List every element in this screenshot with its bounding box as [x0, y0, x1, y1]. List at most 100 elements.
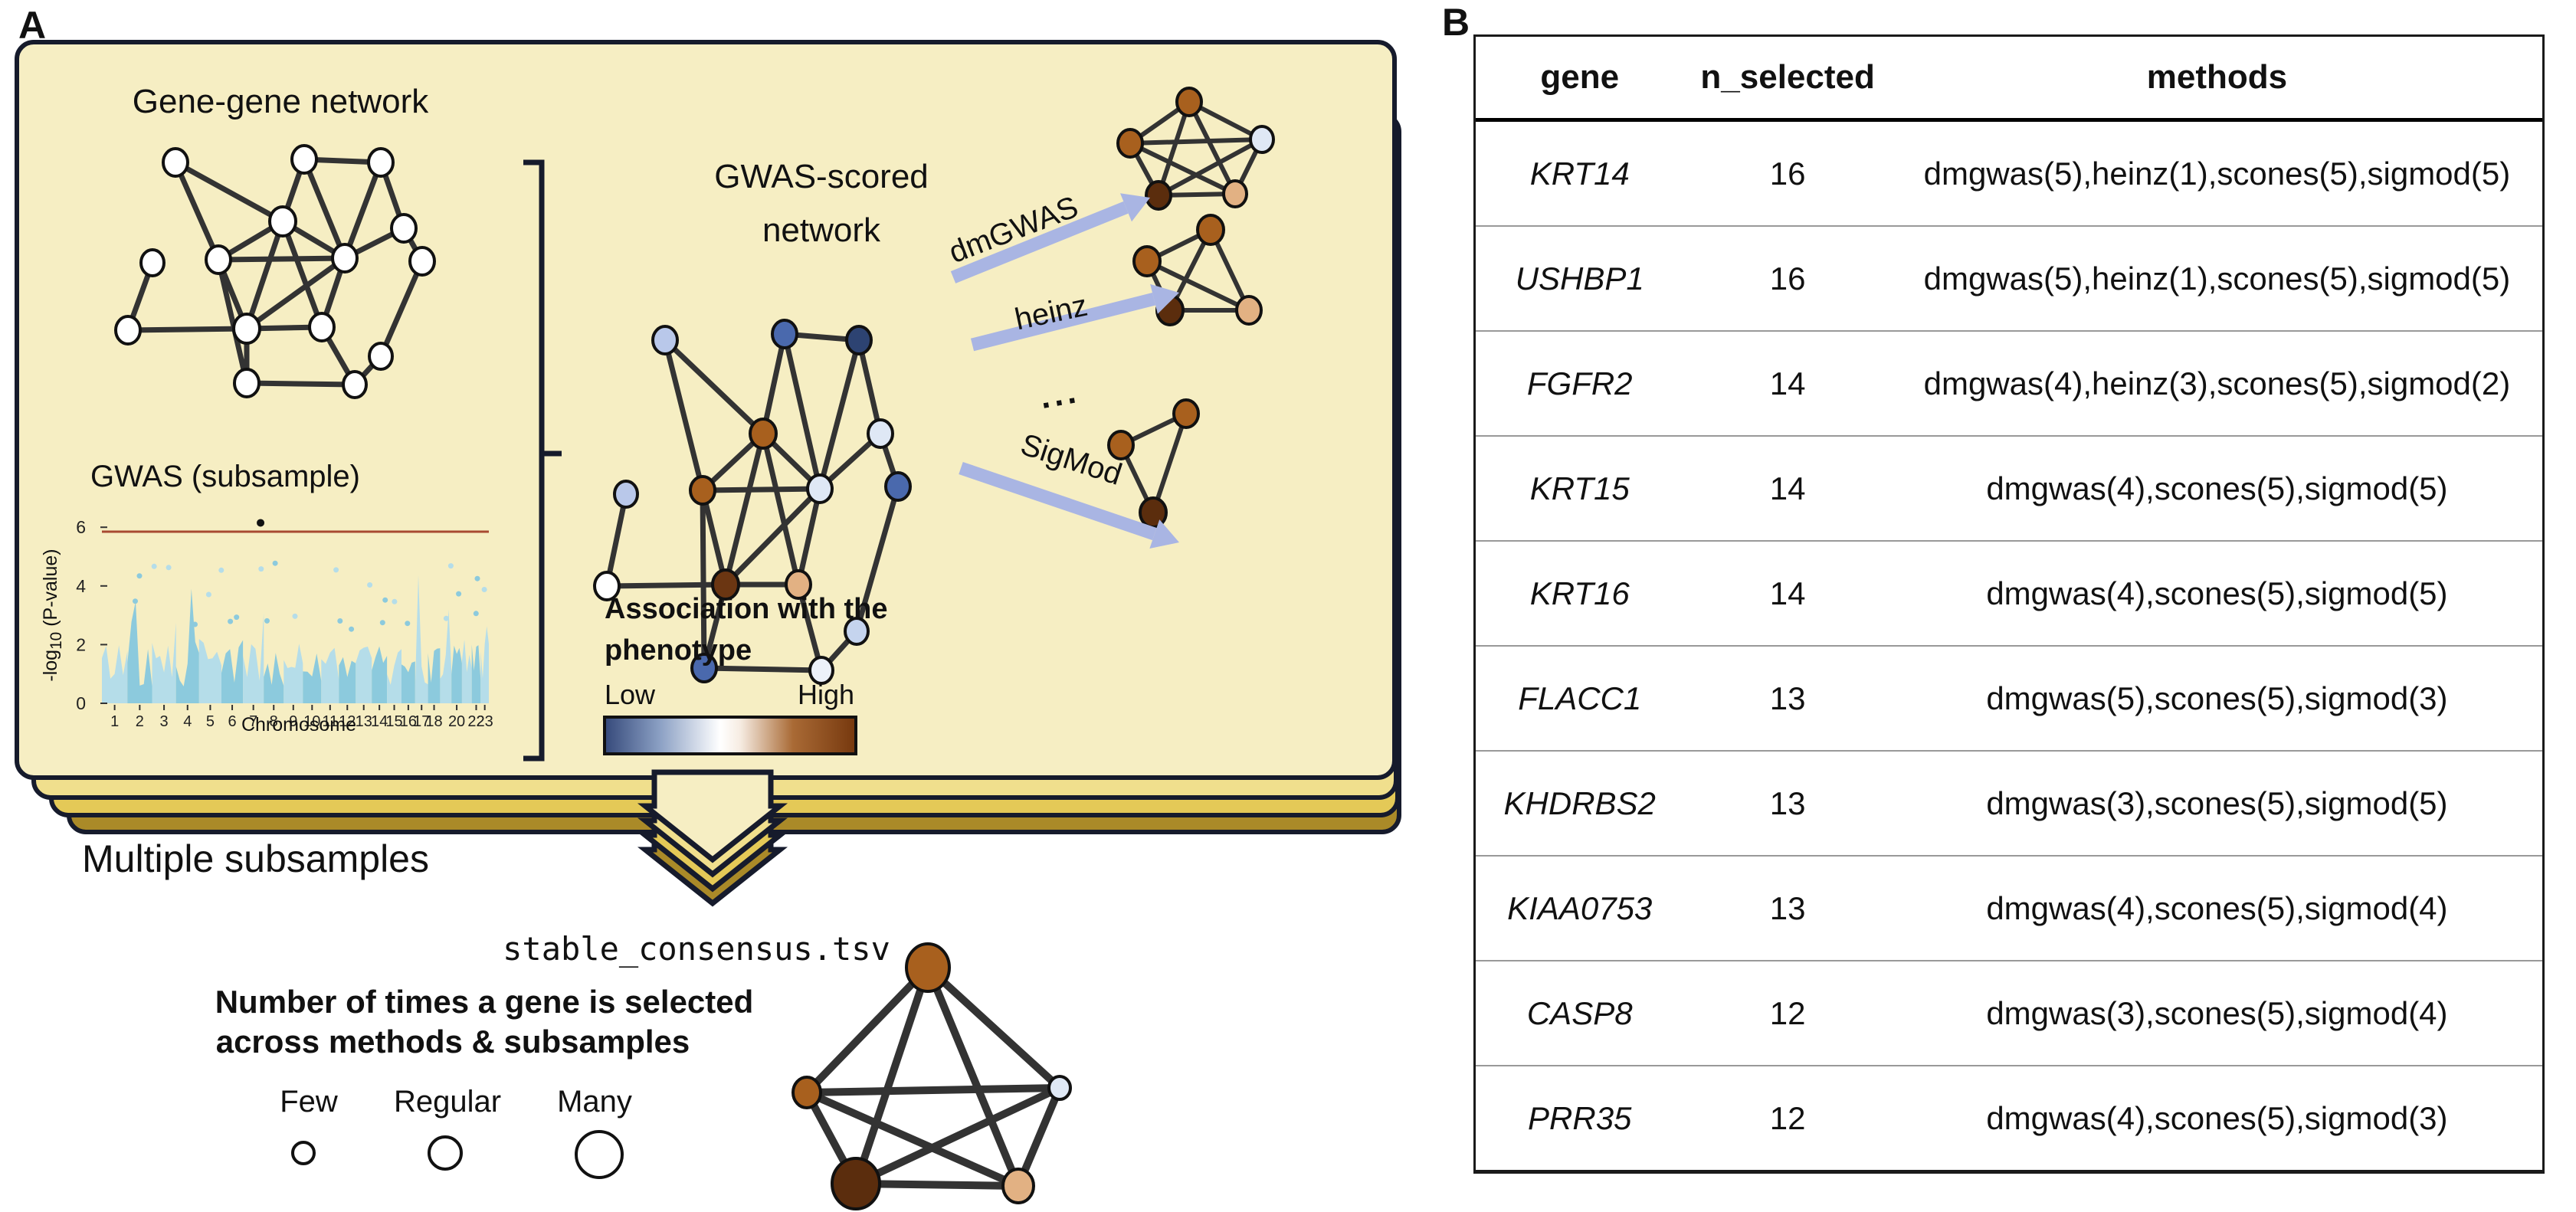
network-edge — [244, 380, 358, 388]
panel-a-label: A — [18, 4, 47, 47]
arrow-head-icon — [1119, 193, 1150, 222]
y-tick-label: 2 — [76, 634, 86, 654]
manhattan-outlier-point — [382, 597, 388, 603]
gene-node — [390, 213, 418, 244]
methods-cell: dmgwas(5),scones(5),sigmod(3) — [1986, 680, 2448, 716]
gene-cell: FLACC1 — [1518, 680, 1642, 716]
x-tick-label: 8 — [270, 713, 278, 730]
methods-cell: dmgwas(3),scones(5),sigmod(5) — [1986, 785, 2448, 821]
network-edge — [852, 964, 932, 1187]
method-arrow-1 — [970, 283, 1179, 352]
network-edge — [1128, 141, 1237, 196]
gene-cell: KRT15 — [1529, 470, 1630, 506]
gene-node — [771, 319, 798, 349]
x-tick-label: 18 — [425, 713, 442, 730]
manhattan-chromosome-cluster — [401, 661, 415, 703]
gene-node — [1145, 180, 1172, 211]
gene-node — [205, 244, 232, 275]
network-edge — [760, 331, 788, 437]
gene-node — [593, 571, 621, 601]
manhattan-chromosome-cluster — [428, 648, 441, 703]
network-edge — [125, 326, 250, 333]
association-legend-title-line2: phenotype — [605, 634, 752, 667]
network-edge — [782, 331, 823, 492]
gene-node — [867, 418, 894, 449]
manhattan-outlier-point — [481, 587, 487, 592]
arrow-head-icon — [1150, 283, 1179, 314]
association-legend-title-line1: Association with the — [605, 593, 888, 625]
manhattan-chromosome-cluster — [356, 647, 372, 703]
gene-node — [831, 1157, 881, 1210]
manhattan-outlier-point — [474, 575, 480, 581]
gene-node — [368, 342, 394, 371]
manhattan-chromosome-cluster — [243, 613, 264, 703]
size-legend-circle — [291, 1141, 316, 1165]
significant-snp-point — [257, 519, 265, 527]
method-arrow-2 — [959, 461, 1179, 549]
manhattan-chromosome-cluster — [221, 640, 244, 703]
gene-node — [1132, 245, 1162, 277]
x-tick-label: 22 — [467, 713, 484, 730]
manhattan-outlier-point — [473, 611, 479, 617]
gene-node — [290, 144, 318, 175]
gene-node — [233, 368, 261, 398]
gene-node — [1222, 179, 1248, 208]
association-legend-low-label: Low — [605, 679, 656, 710]
x-tick-label: 23 — [477, 713, 493, 730]
network-edge — [662, 337, 706, 493]
network-edge — [760, 431, 801, 588]
multiple-subsamples-label: Multiple subsamples — [82, 837, 429, 880]
network-edge — [803, 964, 932, 1096]
network-edge — [803, 1089, 1022, 1190]
manhattan-chromosome-cluster — [372, 646, 388, 703]
gene-node — [162, 147, 189, 178]
network-edge — [856, 337, 883, 437]
gene-cell: USHBP1 — [1515, 260, 1644, 296]
manhattan-chromosome-cluster — [198, 639, 221, 703]
n-selected-cell: 14 — [1769, 365, 1806, 401]
n-selected-cell: 13 — [1769, 680, 1806, 716]
y-tick-label: 6 — [76, 517, 86, 537]
network-edge — [854, 483, 901, 634]
network-edge — [172, 159, 221, 263]
gene-network-title: Gene-gene network — [132, 83, 429, 120]
manhattan-chromosome-cluster — [387, 649, 401, 703]
x-tick-label: 4 — [183, 713, 192, 730]
gene-node — [690, 653, 718, 683]
manhattan-chromosome-cluster — [480, 626, 489, 703]
n-selected-cell: 13 — [1769, 785, 1806, 821]
y-tick-label: 0 — [76, 693, 86, 713]
network-edge — [244, 255, 348, 332]
gene-node — [613, 480, 639, 509]
funnel-chevron-arrow-icon — [637, 769, 788, 863]
network-edge — [604, 581, 729, 589]
gene-node — [367, 147, 395, 178]
manhattan-outlier-point — [133, 598, 138, 604]
method-arrow-0 — [950, 193, 1150, 283]
manhattan-outlier-point — [228, 618, 234, 624]
n-selected-cell: 13 — [1769, 889, 1806, 926]
gene-node — [806, 473, 834, 504]
gene-node — [114, 315, 142, 346]
manhattan-outlier-point — [337, 618, 343, 624]
manhattan-outlier-point — [166, 565, 172, 571]
gene-node — [1107, 430, 1135, 460]
network-gwas-scored — [593, 319, 912, 685]
x-tick-label: 12 — [339, 713, 356, 730]
manhattan-chromosome-cluster — [440, 609, 452, 703]
gene-node — [342, 370, 368, 399]
manhattan-chromosome-cluster — [102, 645, 128, 703]
manhattan-chromosome-cluster — [283, 644, 303, 703]
manhattan-outlier-point — [234, 614, 240, 621]
network-edge — [604, 491, 629, 589]
manhattan-outlier-point — [218, 567, 224, 573]
manhattan-chromosome-cluster — [339, 657, 356, 703]
network-edge — [301, 156, 348, 261]
